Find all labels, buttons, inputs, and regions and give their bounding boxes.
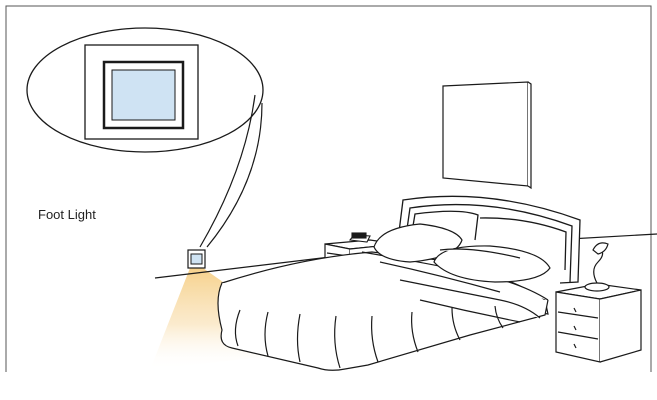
desk-lamp (585, 243, 609, 291)
fixture-lens (112, 70, 175, 120)
foot-light-fixture-icon (188, 250, 205, 268)
phone-on-nightstand (350, 233, 370, 242)
foot-light-label: Foot Light (38, 207, 96, 222)
wall-painting (443, 82, 531, 188)
frame-bottom-mask (5, 372, 655, 392)
nightstand-right (556, 284, 641, 362)
